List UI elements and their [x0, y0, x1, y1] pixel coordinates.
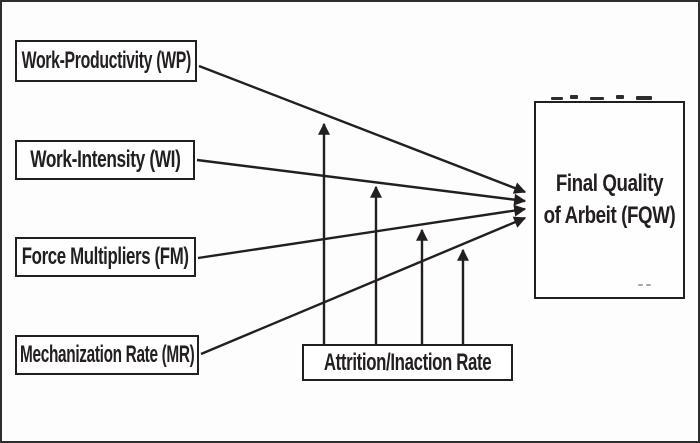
scan-artifact	[590, 97, 604, 100]
arrow-mr-to-fqw	[200, 216, 527, 356]
arrow-fm-to-fqw	[197, 204, 527, 260]
node-final-quality-of-arbeit: Final Quality of Arbeit (FQW)	[534, 101, 685, 299]
scan-artifact	[551, 97, 563, 100]
node-attrition-inaction-rate: Attrition/Inaction Rate	[302, 344, 513, 381]
scan-artifact	[570, 95, 578, 99]
arrow-wi-to-fqw	[196, 158, 527, 206]
scan-artifact	[638, 284, 643, 286]
node-work-intensity: Work-Intensity (WI)	[15, 140, 195, 180]
scan-artifact	[636, 96, 652, 100]
scan-artifact	[616, 95, 624, 99]
node-label: Final Quality of Arbeit (FQW)	[525, 168, 694, 233]
node-label: Work-Productivity (WP)	[21, 47, 191, 74]
node-label: Attrition/Inaction Rate	[323, 348, 492, 376]
node-work-productivity: Work-Productivity (WP)	[15, 40, 197, 82]
node-label: Mechanization Rate (MR)	[19, 341, 195, 368]
node-label-line1: Final Quality	[555, 169, 664, 197]
scan-artifact	[646, 284, 651, 286]
node-mechanization-rate: Mechanization Rate (MR)	[15, 335, 199, 375]
node-label-line2: of Arbeit (FQW)	[543, 202, 676, 229]
arrow-wp-to-fqw	[198, 64, 527, 194]
node-label: Work-Intensity (WI)	[29, 146, 181, 173]
node-force-multipliers: Force Multipliers (FM)	[15, 237, 196, 277]
node-label: Force Multipliers (FM)	[22, 243, 189, 270]
